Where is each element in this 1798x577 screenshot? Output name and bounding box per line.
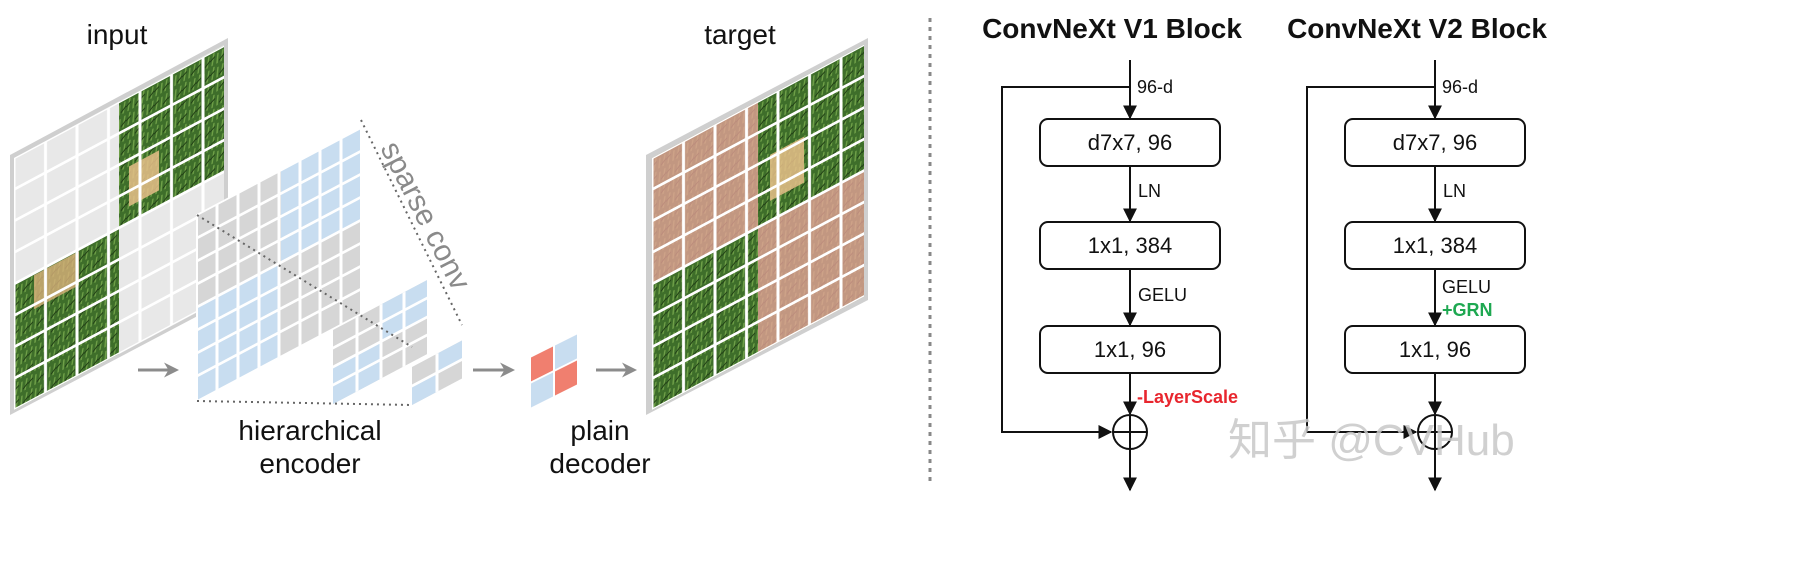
v2-depthwise-conv-label: d7x7, 96 <box>1393 130 1477 155</box>
encoder-label-line2: encoder <box>259 448 360 479</box>
watermark: 知乎 @CVHub <box>1228 416 1515 465</box>
v1-ln-label: LN <box>1138 181 1161 201</box>
encoder-pyramid-lines <box>196 119 463 406</box>
encoder-grid-large <box>196 126 362 403</box>
v1-depthwise-conv-label: d7x7, 96 <box>1088 130 1172 155</box>
target-image-panel <box>646 38 868 415</box>
v2-skip-connection <box>1306 86 1435 439</box>
v2-ln-label: LN <box>1443 181 1466 201</box>
v1-skip-connection <box>1001 86 1130 439</box>
decoder-label-line1: plain <box>570 415 629 446</box>
v2-input-dim: 96-d <box>1442 77 1478 97</box>
v1-layerscale-note: -LayerScale <box>1137 387 1238 407</box>
encoder-grid-medium <box>333 280 427 404</box>
encoder-grid-small <box>412 340 462 405</box>
v2-expand-label: 1x1, 384 <box>1393 233 1477 258</box>
v2-grn-note: +GRN <box>1442 300 1493 320</box>
decoder-label-line2: decoder <box>549 448 650 479</box>
target-label: target <box>704 19 776 50</box>
v2-title: ConvNeXt V2 Block <box>1287 13 1547 44</box>
v2-gelu-label: GELU <box>1442 277 1491 297</box>
v1-input-dim: 96-d <box>1137 77 1173 97</box>
convnext-v2-block: ConvNeXt V2 Block 96-d d7x7, 96 LN 1x1, … <box>1287 13 1547 492</box>
v1-gelu-label: GELU <box>1138 285 1187 305</box>
encoder-label-line1: hierarchical <box>238 415 381 446</box>
v1-title: ConvNeXt V1 Block <box>982 13 1242 44</box>
sparse-conv-label: sparse conv <box>374 136 477 295</box>
v1-expand-label: 1x1, 384 <box>1088 233 1172 258</box>
v1-project-label: 1x1, 96 <box>1094 337 1166 362</box>
fcmae-illustration: input <box>10 19 868 479</box>
v1-residual-add-icon <box>1112 414 1148 450</box>
v2-project-label: 1x1, 96 <box>1399 337 1471 362</box>
input-image-panel <box>10 38 228 415</box>
input-label: input <box>87 19 148 50</box>
plain-decoder-block <box>529 331 579 411</box>
convnext-v1-block: ConvNeXt V1 Block 96-d d7x7, 96 LN 1x1, … <box>982 13 1242 492</box>
